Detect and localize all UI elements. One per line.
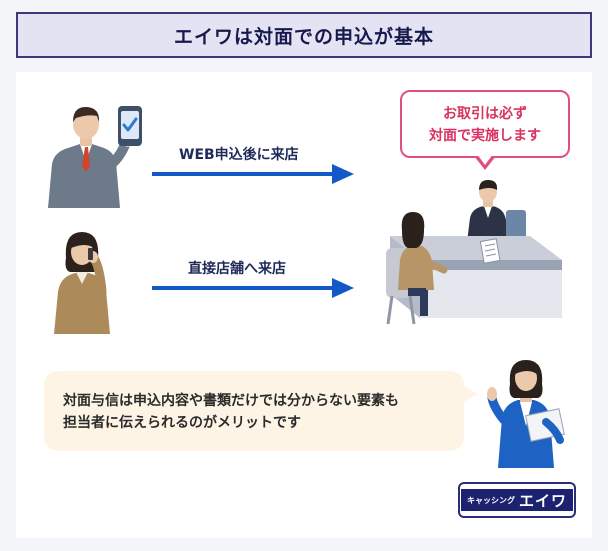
check-icon xyxy=(127,124,143,140)
brand-logo-small-text: キャッシング xyxy=(466,495,515,505)
note-line-2: 担当者に伝えられるのがメリットです xyxy=(63,415,301,431)
brand-logo-name: エイワ xyxy=(518,491,567,510)
merit-note: 対面与信は申込内容や書類だけでは分からない要素も 担当者に伝えられるのがメリット… xyxy=(44,371,464,451)
page-title: エイワは対面での申込が基本 xyxy=(16,12,592,58)
bubble-tail-inner xyxy=(477,154,493,165)
arrow-web-to-store xyxy=(152,164,354,184)
man-with-phone-illustration xyxy=(48,106,142,208)
woman-on-phone-illustration xyxy=(54,232,110,334)
note-line-1: 対面与信は申込内容や書類だけでは分からない要素も xyxy=(63,393,399,409)
flow-label-web: WEB申込後に来店 xyxy=(179,147,299,163)
page-title-text: エイワは対面での申込が基本 xyxy=(173,25,434,48)
bubble-line-1: お取引は必ず xyxy=(443,106,527,122)
brand-logo: キャッシング エイワ xyxy=(458,482,576,518)
presenter-woman-illustration xyxy=(487,360,565,468)
store-counter-illustration xyxy=(386,180,562,325)
note-tail xyxy=(462,385,478,403)
arrow-direct-to-store xyxy=(152,278,354,298)
flow-label-direct: 直接店舗へ来店 xyxy=(188,261,286,277)
speech-bubble: お取引は必ず 対面で実施します xyxy=(400,90,570,158)
bubble-line-2: 対面で実施します xyxy=(429,128,541,144)
brand-logo-mark: キャッシング エイワ xyxy=(460,489,573,511)
